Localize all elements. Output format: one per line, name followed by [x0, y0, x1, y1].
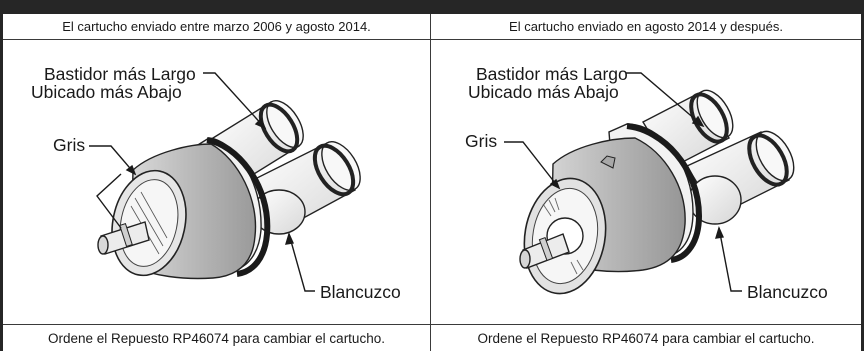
housing-label-line1: Bastidor más Largo [476, 64, 628, 84]
white-label: Blancuzco [747, 282, 828, 302]
leader-lines [89, 72, 315, 292]
outer-frame [0, 14, 864, 351]
right-header: El cartucho enviado en agosto 2014 y des… [431, 14, 861, 40]
left-panel: Bastidor más Largo Ubicado más Abajo Gri… [3, 40, 430, 324]
cartridge-2006-2014-icon [89, 72, 361, 292]
white-label: Blancuzco [320, 282, 401, 302]
right-footer: Ordene el Repuesto RP46074 para cambiar … [431, 324, 861, 351]
housing-label-line2: Ubicado más Abajo [31, 82, 182, 102]
top-bar [0, 0, 864, 14]
housing-label-line2: Ubicado más Abajo [468, 82, 619, 102]
lower-port [685, 130, 795, 225]
leader-lines [504, 72, 742, 292]
housing-label-line1: Bastidor más Largo [44, 64, 196, 84]
left-header: El cartucho enviado entre marzo 2006 y a… [3, 14, 430, 40]
stem [97, 221, 150, 255]
cartridge-2014-later-icon [504, 72, 795, 295]
right-panel: Bastidor más Largo Ubicado más Abajo Gri… [431, 40, 861, 324]
column-divider [430, 14, 431, 351]
gray-label: Gris [465, 131, 498, 151]
stem [519, 233, 570, 269]
gray-label: Gris [53, 135, 86, 155]
left-footer: Ordene el Repuesto RP46074 para cambiar … [3, 324, 430, 351]
